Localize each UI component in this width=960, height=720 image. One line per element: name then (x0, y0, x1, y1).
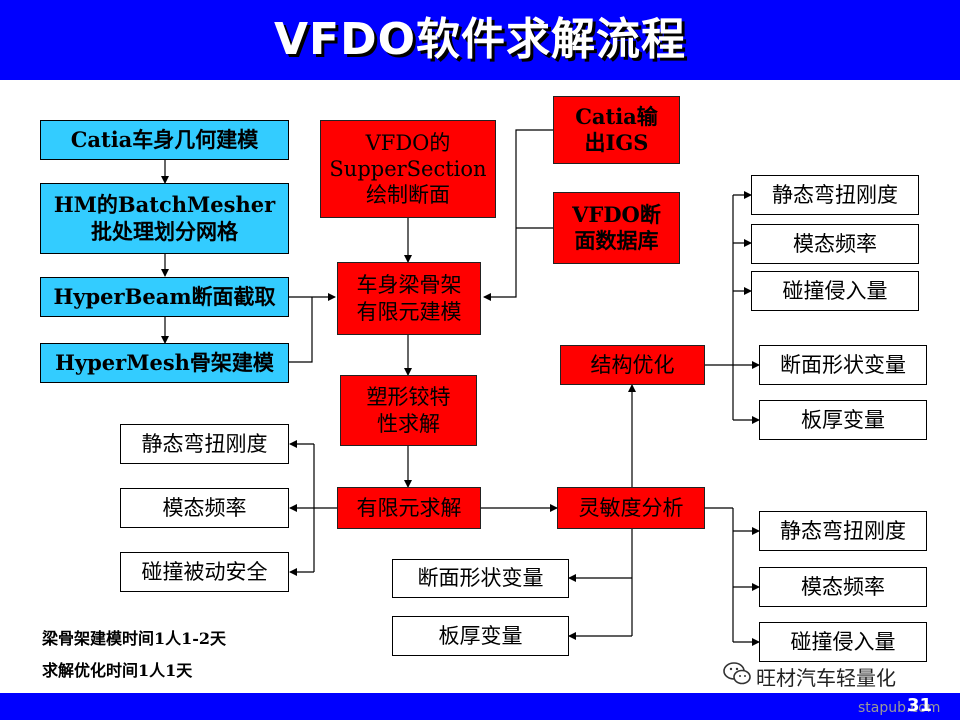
hyperbeam-box: HyperBeam断面截取 (40, 277, 289, 317)
solve-output-safety: 碰撞被动安全 (120, 552, 289, 592)
opt-target-crash: 碰撞侵入量 (751, 271, 919, 311)
solve-output-modal: 模态频率 (120, 488, 289, 528)
beam-frame-fe-box: 车身梁骨架有限元建模 (337, 262, 481, 335)
sensitivity-box: 灵敏度分析 (557, 487, 705, 529)
hypermesh-box: HyperMesh骨架建模 (40, 343, 289, 383)
note-solve-time: 求解优化时间1人1天 (42, 661, 193, 680)
note-modeling-time: 梁骨架建模时间1人1-2天 (42, 629, 227, 648)
site-watermark: stapub.com (858, 700, 941, 716)
suppersection-box: VFDO的SupperSection绘制断面 (320, 120, 496, 218)
title-bar (0, 0, 960, 80)
page-number: 31 (906, 695, 932, 716)
fe-solve-box: 有限元求解 (337, 487, 481, 529)
sens-target-stiffness: 静态弯扭刚度 (759, 511, 927, 551)
catia-modeling-box: Catia车身几何建模 (40, 120, 289, 160)
sens-variable-section: 断面形状变量 (392, 559, 569, 598)
wechat-icon (723, 662, 751, 685)
plastic-hinge-box: 塑形铰特性求解 (340, 375, 477, 446)
batch-mesher-box: HM的BatchMesher批处理划分网格 (40, 183, 289, 254)
sens-target-modal: 模态频率 (759, 567, 927, 607)
bottom-bar (0, 693, 960, 720)
opt-variable-thickness: 板厚变量 (759, 400, 927, 440)
watermark-text: 旺材汽车轻量化 (756, 666, 896, 690)
opt-target-modal: 模态频率 (751, 224, 919, 264)
sens-target-crash: 碰撞侵入量 (759, 622, 927, 662)
opt-variable-section: 断面形状变量 (759, 345, 927, 385)
optimization-box: 结构优化 (560, 345, 705, 385)
page-title: VFDO软件求解流程 (273, 14, 687, 65)
sens-variable-thickness: 板厚变量 (392, 616, 569, 656)
solve-output-stiffness: 静态弯扭刚度 (120, 424, 289, 464)
opt-target-stiffness: 静态弯扭刚度 (751, 175, 919, 215)
catia-output-box: Catia输出IGS (553, 96, 680, 164)
section-db-box: VFDO断面数据库 (553, 192, 680, 264)
